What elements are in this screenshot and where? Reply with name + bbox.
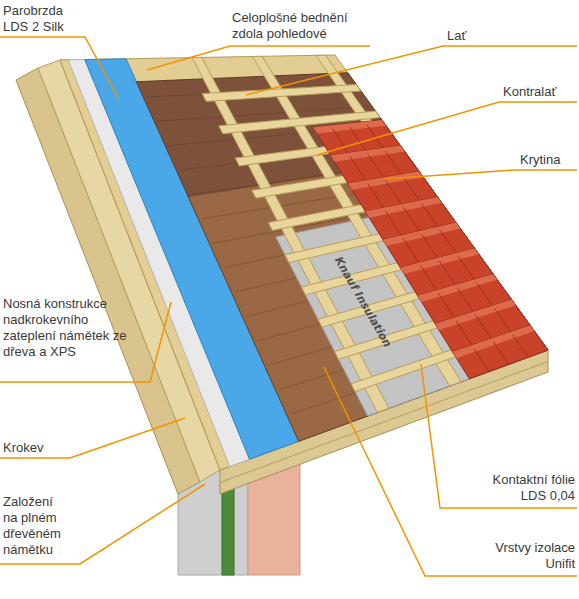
part-label: Lať: [447, 28, 507, 44]
tile-groove: [493, 342, 508, 365]
tile-groove: [439, 293, 456, 320]
tile-groove: [421, 234, 439, 260]
part-label: Parobrzda LDS 2 Silk: [3, 3, 83, 35]
tile-groove: [421, 266, 438, 293]
tile-groove: [458, 256, 476, 282]
tile-groove: [456, 321, 473, 348]
tile-groove: [368, 153, 386, 179]
tile-groove: [422, 204, 440, 230]
leader-line: [147, 46, 370, 70]
tile-groove: [475, 315, 493, 341]
tile-groove: [439, 261, 457, 287]
tile-groove: [457, 288, 475, 314]
tile-groove: [474, 348, 489, 371]
leader-line: [317, 102, 577, 155]
part-label: Založení na plném dřevěném námětku: [3, 494, 65, 558]
tile-groove: [350, 156, 367, 183]
tile-groove: [440, 230, 458, 256]
leader-line: [0, 37, 118, 98]
leader-line: [385, 170, 577, 179]
roof-boarding: [60, 55, 548, 470]
batten: [202, 85, 361, 102]
part-label: Krytina: [520, 152, 576, 168]
tile-groove: [385, 151, 403, 177]
tile-groove: [476, 282, 494, 308]
tile-groove: [385, 180, 403, 206]
leader-line: [421, 364, 577, 508]
leader-line: [324, 367, 577, 576]
tile-groove: [403, 177, 421, 203]
tile-groove: [403, 238, 420, 265]
insulation-layer: [188, 161, 548, 441]
leader-line: [0, 418, 185, 458]
part-label: Kontaktní fólie LDS 0,04: [475, 472, 575, 504]
roof-tile: [452, 325, 548, 379]
part-label: Nosná konstrukce nadkrokevního zateplení…: [3, 296, 143, 360]
part-label: Kontralať: [503, 84, 575, 100]
tile-groove: [350, 127, 368, 153]
tile-groove: [403, 207, 421, 233]
tile-groove: [495, 309, 513, 335]
part-label: Vrstvy izolace Unifit: [475, 540, 575, 572]
leader-line: [0, 484, 205, 564]
tile-groove: [513, 335, 529, 357]
part-label: Celoplošné bednění zdola pohledové: [232, 10, 364, 42]
tile-groove: [368, 183, 385, 210]
tile-groove: [385, 211, 402, 238]
insulation-layer: [136, 73, 548, 442]
part-label: Krokev: [3, 440, 73, 456]
tile-groove: [332, 129, 349, 156]
watermark: Knauf Insulation: [332, 255, 394, 350]
